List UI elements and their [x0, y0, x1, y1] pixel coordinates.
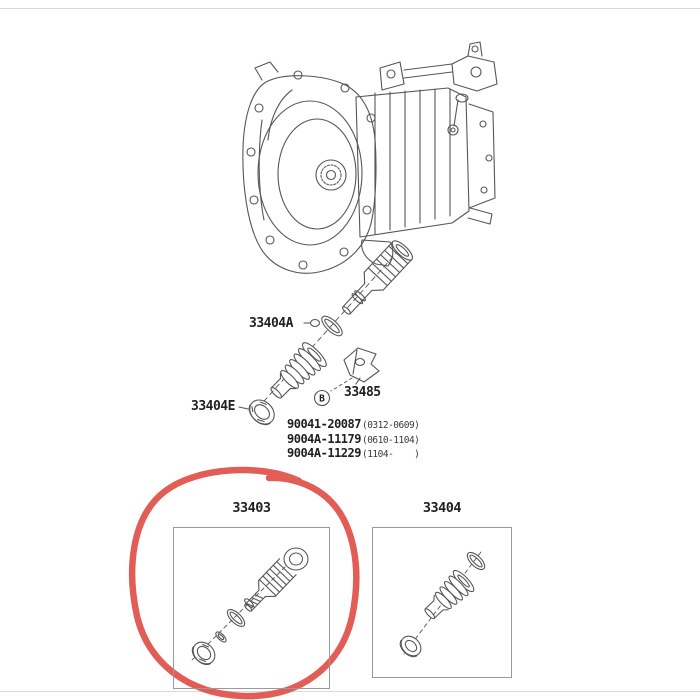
- part-number-list: 90041-20087(0312-0609) 9004A-11179(0610-…: [287, 417, 420, 462]
- marker-b-circle: [313, 389, 331, 407]
- boot-drawing: [270, 342, 327, 399]
- part-date-range: (1104- ): [361, 449, 420, 460]
- image-bottom-border: [0, 691, 700, 692]
- cap-drawing: [248, 399, 275, 426]
- part-box-33404: [372, 527, 512, 678]
- part-number: 9004A-11229: [287, 446, 361, 460]
- marker-b-label: B: [319, 394, 325, 405]
- transmission-drawing: [242, 41, 498, 274]
- part-number-row: 90041-20087(0312-0609): [287, 417, 420, 433]
- box-label-33403: 33403: [232, 500, 271, 516]
- label-33404E: 33404E: [191, 399, 235, 414]
- driven-gear-33403-drawing: [190, 547, 309, 666]
- part-date-range: (0312-0609): [361, 420, 420, 431]
- part-date-range: (0610-1104): [361, 434, 420, 446]
- image-top-border: [0, 8, 700, 9]
- part-box-33403: [173, 527, 330, 689]
- clamp-drawing: [343, 347, 380, 383]
- sleeve-33404-drawing: [399, 551, 486, 658]
- label-33485: 33485: [344, 385, 381, 400]
- highlight-annotation-circle: [128, 466, 360, 700]
- o-ring-drawing: [321, 315, 343, 337]
- part-number-row: 9004A-11179(0610-1104): [287, 431, 420, 448]
- part-number: 90041-20087: [287, 417, 361, 431]
- part-number-row: 9004A-11229(1104- ): [287, 446, 420, 462]
- box-label-33404: 33404: [422, 500, 462, 516]
- driven-gear-assembly-drawing: B: [238, 240, 414, 426]
- label-33404A: 33404A: [249, 316, 293, 331]
- part-number: 9004A-11179: [287, 431, 361, 446]
